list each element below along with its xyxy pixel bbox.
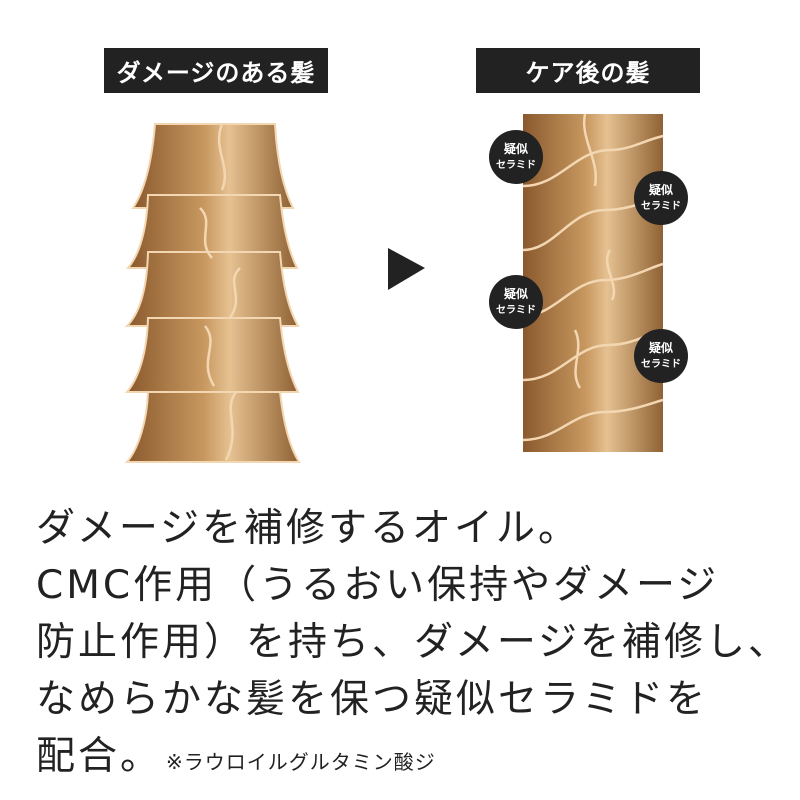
- badge-ceramide-4: 疑似 セラミド: [634, 329, 688, 383]
- badge-line1: 疑似: [649, 182, 673, 197]
- badge-line2: セラミド: [641, 358, 681, 370]
- cared-hair-shaft: [523, 114, 663, 452]
- badge-line1: 疑似: [649, 340, 673, 355]
- description-line-2: CMC作用（うるおい保持やダメージ: [36, 563, 720, 608]
- damaged-hair-strand: [124, 123, 301, 463]
- hair-illustration: 疑似 セラミド 疑似 セラミド 疑似 セラミド 疑似 セラミド: [124, 113, 688, 463]
- description-line-4: なめらかな髪を保つ疑似セラミドを: [36, 677, 709, 722]
- label-cared-hair: ケア後の髪: [476, 48, 700, 93]
- damaged-scale-3: [124, 251, 300, 327]
- damaged-scale-5: [124, 391, 301, 463]
- product-description: ダメージを補修するオイル。 CMC作用（うるおい保持やダメージ 防止作用）を持ち…: [36, 500, 791, 791]
- badge-line2: セラミド: [641, 200, 681, 212]
- label-damaged-hair: ダメージのある髪: [104, 48, 328, 93]
- badge-line1: 疑似: [504, 286, 528, 301]
- badge-ceramide-2: 疑似 セラミド: [634, 171, 688, 225]
- badge-ceramide-3: 疑似 セラミド: [489, 275, 543, 329]
- badge-line2: セラミド: [496, 304, 536, 316]
- cared-scale-lines: [522, 113, 664, 442]
- description-line-5-text: 配合。: [36, 734, 163, 779]
- description-line-5: 配合。※ラウロイルグルタミン酸ジ: [36, 728, 776, 791]
- badge-ceramide-1: 疑似 セラミド: [489, 130, 543, 184]
- damaged-scale-4: [124, 317, 300, 393]
- arrow-right-icon: [388, 248, 425, 290]
- description-line-1: ダメージを補修するオイル。: [36, 506, 581, 551]
- ingredient-note: ※ラウロイルグルタミン酸ジ: [166, 750, 436, 774]
- damaged-cracks: [199, 123, 241, 461]
- description-line-3: 防止作用）を持ち、ダメージを補修し、: [36, 620, 791, 665]
- cared-hair-strand: [522, 113, 664, 452]
- damaged-scale-1: [131, 123, 295, 209]
- badge-line1: 疑似: [504, 141, 528, 156]
- damaged-scale-2: [125, 194, 299, 269]
- badge-line2: セラミド: [496, 159, 536, 171]
